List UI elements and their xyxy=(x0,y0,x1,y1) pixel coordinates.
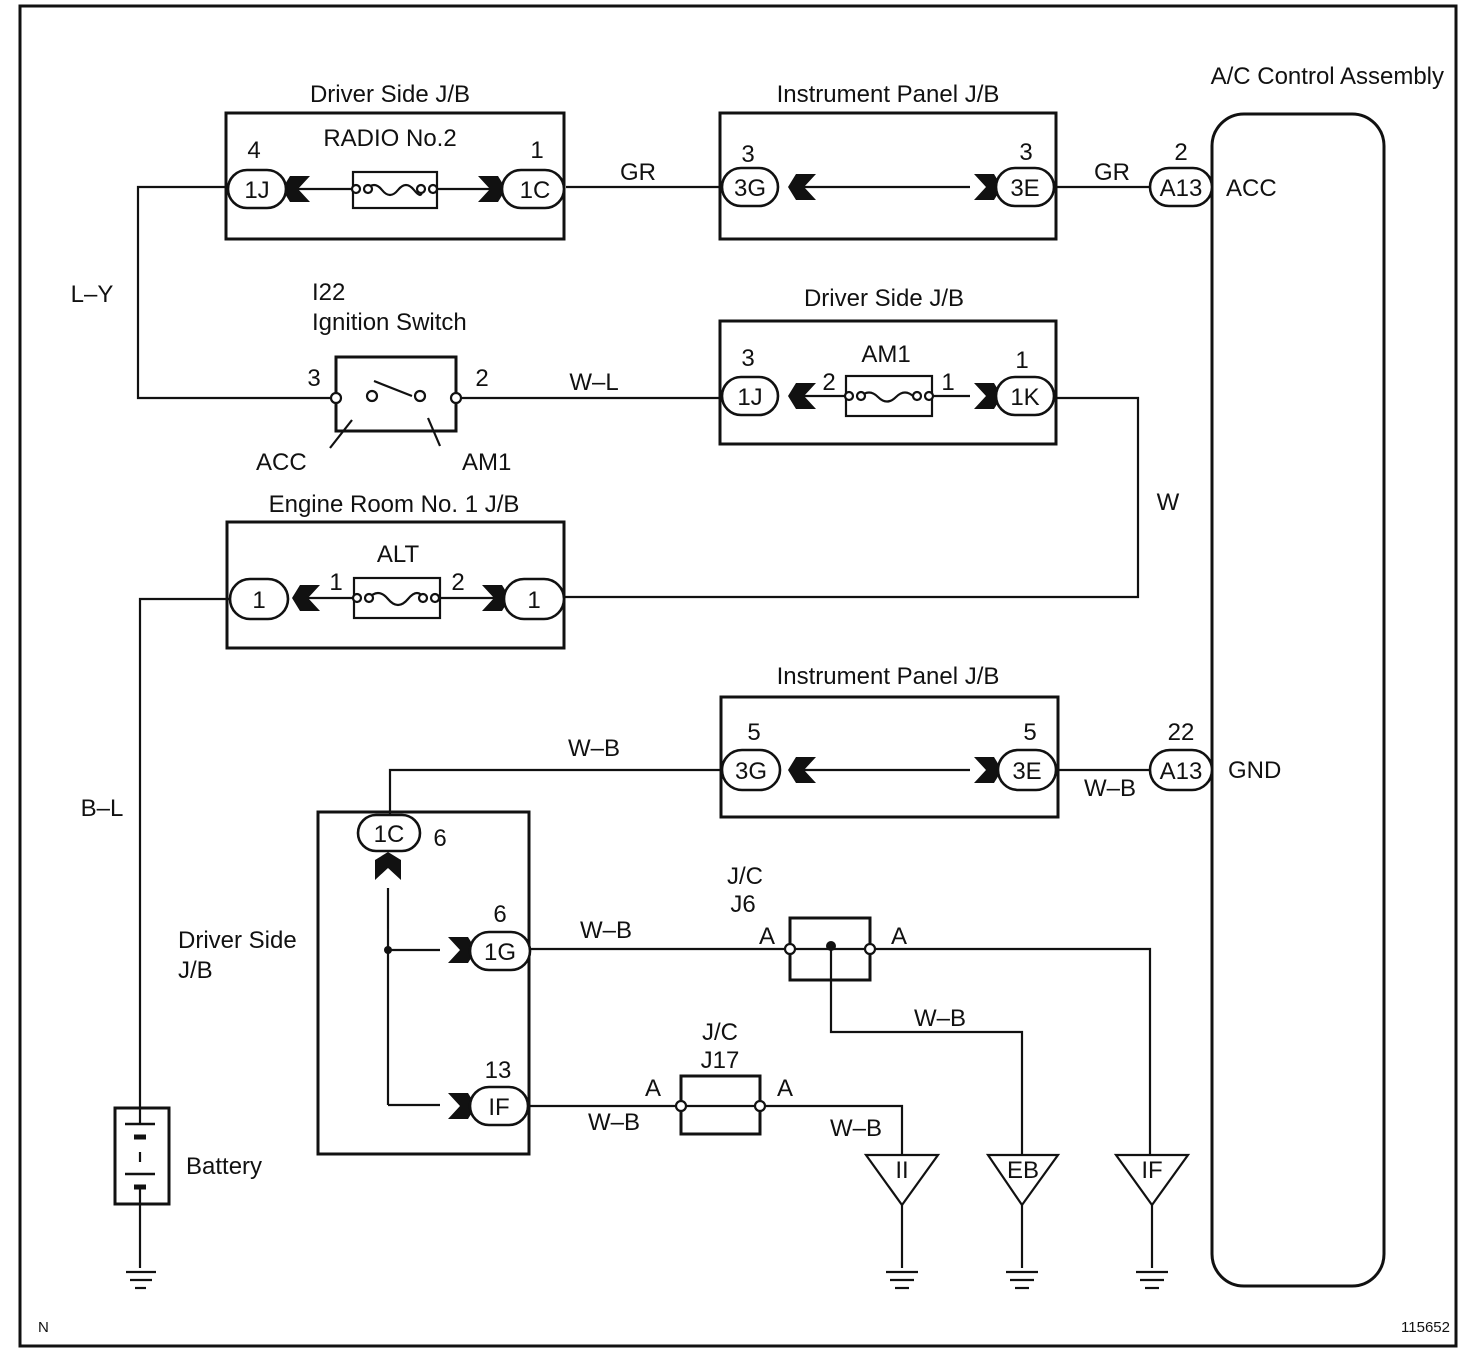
conn-1-right: 1 xyxy=(527,587,540,614)
pin-2-am1: 2 xyxy=(822,369,835,396)
pin-1-radio: 1 xyxy=(530,137,543,164)
conn-3g-top: 3G xyxy=(734,175,766,202)
ground-eb: EB xyxy=(1007,1157,1039,1184)
alt-fuse-label: ALT xyxy=(377,541,420,568)
radio-fuse-label: RADIO No.2 xyxy=(323,125,456,152)
pin-a-j17-left: A xyxy=(645,1075,661,1102)
jc-j17-label-1: J/C xyxy=(702,1019,738,1046)
wires xyxy=(136,185,1154,1268)
conn-a13-low: A13 xyxy=(1160,758,1203,785)
switch-acc-label: ACC xyxy=(256,449,307,476)
battery-box xyxy=(113,1106,171,1206)
pin-3-ip-right: 3 xyxy=(1019,139,1032,166)
acc-terminal-label: ACC xyxy=(1226,175,1277,202)
pin-2-switch: 2 xyxy=(475,365,488,392)
conn-1c-top: 1C xyxy=(520,177,551,204)
pin-22: 22 xyxy=(1168,719,1195,746)
wire-w-b-ii: W–B xyxy=(830,1115,882,1142)
conn-a13-top: A13 xyxy=(1160,175,1203,202)
pin-a-j6-right: A xyxy=(891,923,907,950)
switch-am1-label: AM1 xyxy=(462,449,511,476)
connector-pills xyxy=(226,166,1214,1127)
pin-a-j6-left: A xyxy=(759,923,775,950)
conn-1g: 1G xyxy=(484,939,516,966)
ground-symbols xyxy=(126,1153,1191,1290)
pin-3-ip-left: 3 xyxy=(741,141,754,168)
gnd-terminal-label: GND xyxy=(1228,757,1281,784)
ip-jb-low-box xyxy=(719,695,1060,819)
pin-2-alt: 2 xyxy=(451,569,464,596)
conn-3e-top: 3E xyxy=(1010,175,1039,202)
wire-gr-2: GR xyxy=(1094,159,1130,186)
wire-w-b-if: W–B xyxy=(588,1109,640,1136)
wire-b-l: B–L xyxy=(81,795,124,822)
figure-number: 115652 xyxy=(1401,1319,1450,1336)
conn-3e-low: 3E xyxy=(1012,758,1041,785)
driver-jb-low-title-1: Driver Side xyxy=(178,927,297,954)
ignition-switch-contacts xyxy=(329,379,463,449)
conn-if: IF xyxy=(488,1094,509,1121)
wire-w-l: W–L xyxy=(569,369,618,396)
pin-2-a13: 2 xyxy=(1174,139,1187,166)
ignition-switch-box xyxy=(334,355,458,433)
driver-jb-top-title: Driver Side J/B xyxy=(310,81,470,108)
ip-jb-low-title: Instrument Panel J/B xyxy=(777,663,1000,690)
engine-jb-title: Engine Room No. 1 J/B xyxy=(269,491,520,518)
ip-jb-top-box xyxy=(718,111,1058,241)
driver-jb-mid-title: Driver Side J/B xyxy=(804,285,964,312)
jc-j6-label-1: J/C xyxy=(727,863,763,890)
pin-a-j17-right: A xyxy=(777,1075,793,1102)
wire-w-b-top: W–B xyxy=(568,735,620,762)
ip-jb-top-title: Instrument Panel J/B xyxy=(777,81,1000,108)
corner-mark: N xyxy=(38,1319,49,1336)
wire-gr-1: GR xyxy=(620,159,656,186)
fuse-radio xyxy=(290,170,498,210)
ground-ii: II xyxy=(895,1157,908,1184)
diagram-frame xyxy=(18,4,1458,1348)
pin-4: 4 xyxy=(247,137,260,164)
wire-w-b-gnd: W–B xyxy=(1084,775,1136,802)
pin-3-am1: 3 xyxy=(741,345,754,372)
am1-fuse-label: AM1 xyxy=(861,341,910,368)
driver-jb-low-box xyxy=(316,810,531,1156)
pin-1-alt: 1 xyxy=(329,569,342,596)
pin-3-switch: 3 xyxy=(307,365,320,392)
pin-1-am1-k: 1 xyxy=(1015,347,1028,374)
pin-6-1g: 6 xyxy=(493,901,506,928)
wire-w-b-1g: W–B xyxy=(580,917,632,944)
conn-1j-top: 1J xyxy=(244,177,269,204)
fuse-am1 xyxy=(800,374,970,418)
pin-5-right: 5 xyxy=(1023,719,1036,746)
ground-if: IF xyxy=(1141,1157,1162,1184)
driver-jb-top-box xyxy=(224,111,566,241)
pin-6-1c: 6 xyxy=(433,825,446,852)
conn-1c-low: 1C xyxy=(374,821,405,848)
wire-l-y: L–Y xyxy=(71,281,114,308)
ignition-name: Ignition Switch xyxy=(312,309,467,336)
ac-assembly-title: A/C Control Assembly xyxy=(1211,63,1444,90)
jc-j6-label-2: J6 xyxy=(730,891,755,918)
engine-jb-box xyxy=(225,520,566,650)
conn-1j-mid: 1J xyxy=(737,384,762,411)
ac-assembly-box xyxy=(1210,112,1386,1288)
conn-1-left: 1 xyxy=(252,587,265,614)
wire-w: W xyxy=(1157,489,1180,516)
pin-13: 13 xyxy=(485,1057,512,1084)
fuse-alt xyxy=(300,576,496,620)
jc-j17-label-2: J17 xyxy=(701,1047,740,1074)
ignition-code: I22 xyxy=(312,279,345,306)
driver-jb-mid-box xyxy=(718,319,1058,446)
conn-3g-low: 3G xyxy=(735,758,767,785)
pin-5-left: 5 xyxy=(747,719,760,746)
wire-w-b-eb: W–B xyxy=(914,1005,966,1032)
battery-symbol xyxy=(125,1108,155,1204)
driver-jb-low-title-2: J/B xyxy=(178,957,213,984)
pin-1-am1: 1 xyxy=(941,369,954,396)
conn-1k-mid: 1K xyxy=(1010,384,1039,411)
battery-label: Battery xyxy=(186,1153,262,1180)
